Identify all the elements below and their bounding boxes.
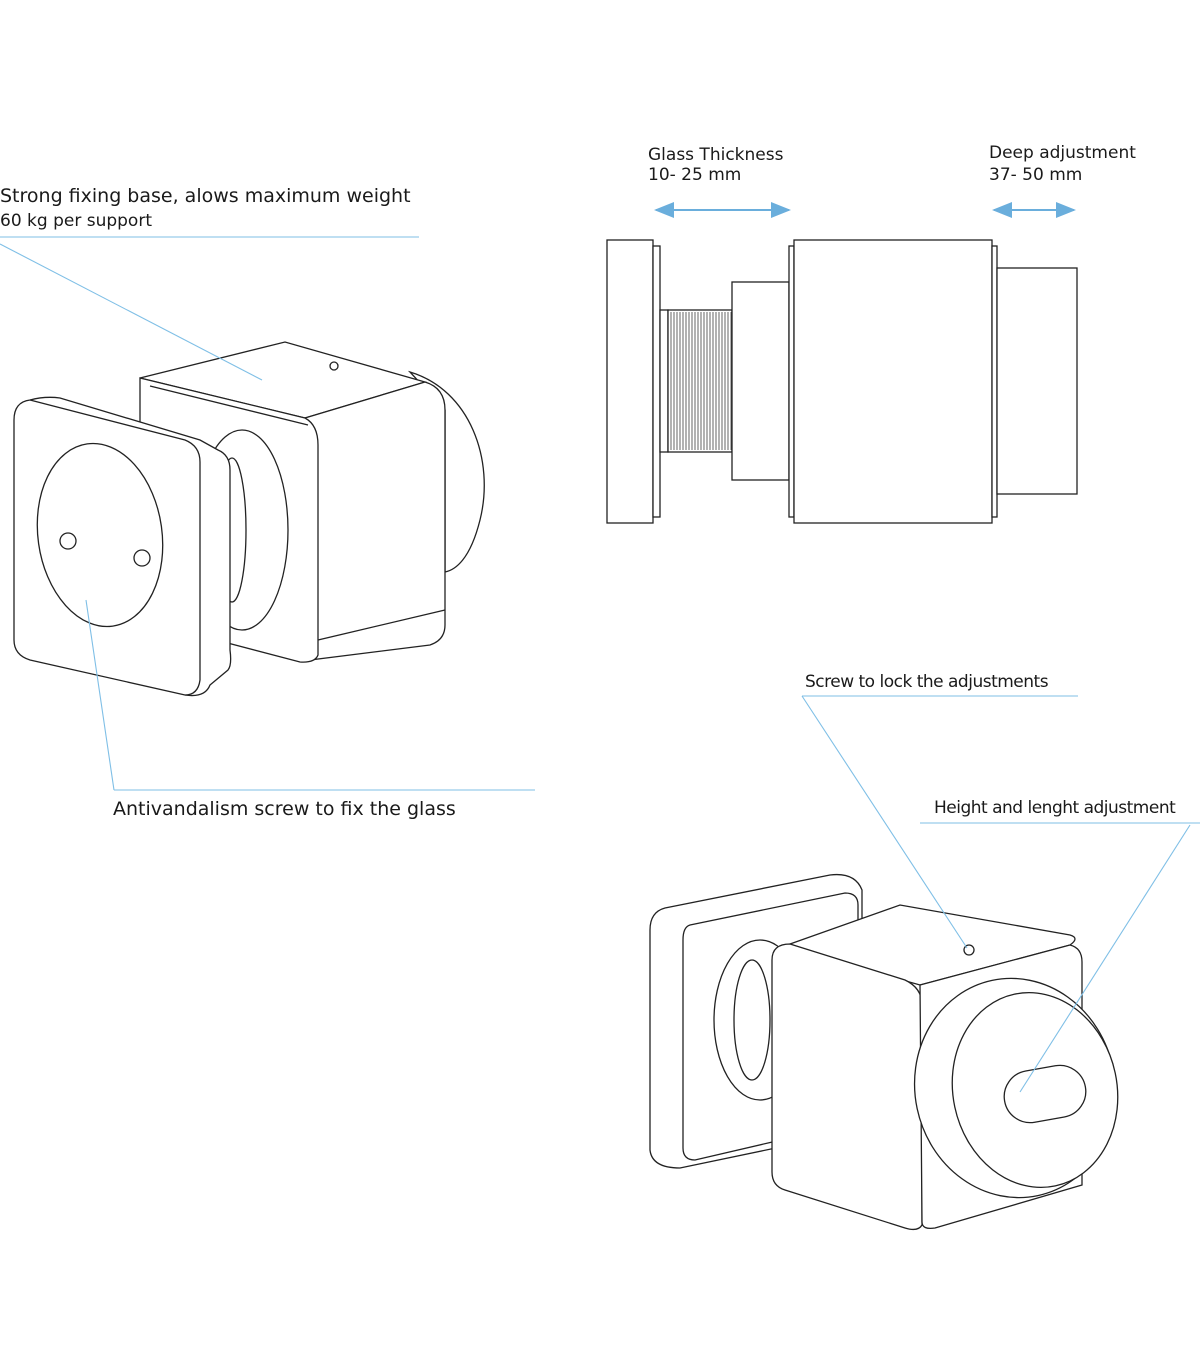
antivandal-label: Antivandalism screw to fix the glass: [113, 798, 456, 820]
rear-disc: [407, 370, 485, 573]
lock-screw-hole: [329, 361, 339, 371]
thread-lines: [670, 312, 732, 450]
adjust-slot: [1003, 1064, 1087, 1124]
glass-thickness-title: Glass Thickness: [648, 145, 784, 165]
body-side-block: [793, 239, 993, 524]
fixing-base-title: Strong fixing base, alows maximum weight: [0, 185, 411, 207]
round-cap: [36, 442, 164, 628]
rear-isometric-view: [649, 873, 1119, 1231]
cap-pin-hole: [59, 532, 77, 550]
deep-adjustment-range: 37- 50 mm: [989, 165, 1083, 185]
front-isometric-view: [13, 341, 485, 697]
glass-plate-side: [606, 239, 654, 524]
leader-lines: [0, 236, 1200, 1093]
body-side: [304, 381, 446, 661]
glass-thickness-range: 10- 25 mm: [648, 165, 742, 185]
fixing-base-subtitle: 60 kg per support: [0, 211, 152, 231]
height-length-label: Height and lenght adjustment: [934, 798, 1176, 818]
deep-adjustment-title: Deep adjustment: [989, 143, 1136, 163]
thread-section: [667, 309, 733, 453]
side-view: [606, 202, 1078, 524]
adjust-sleeve: [996, 267, 1078, 495]
cap-pin-hole: [133, 549, 151, 567]
body-front-rear: [771, 943, 923, 1231]
lock-screw-label: Screw to lock the adjustments: [805, 672, 1049, 692]
